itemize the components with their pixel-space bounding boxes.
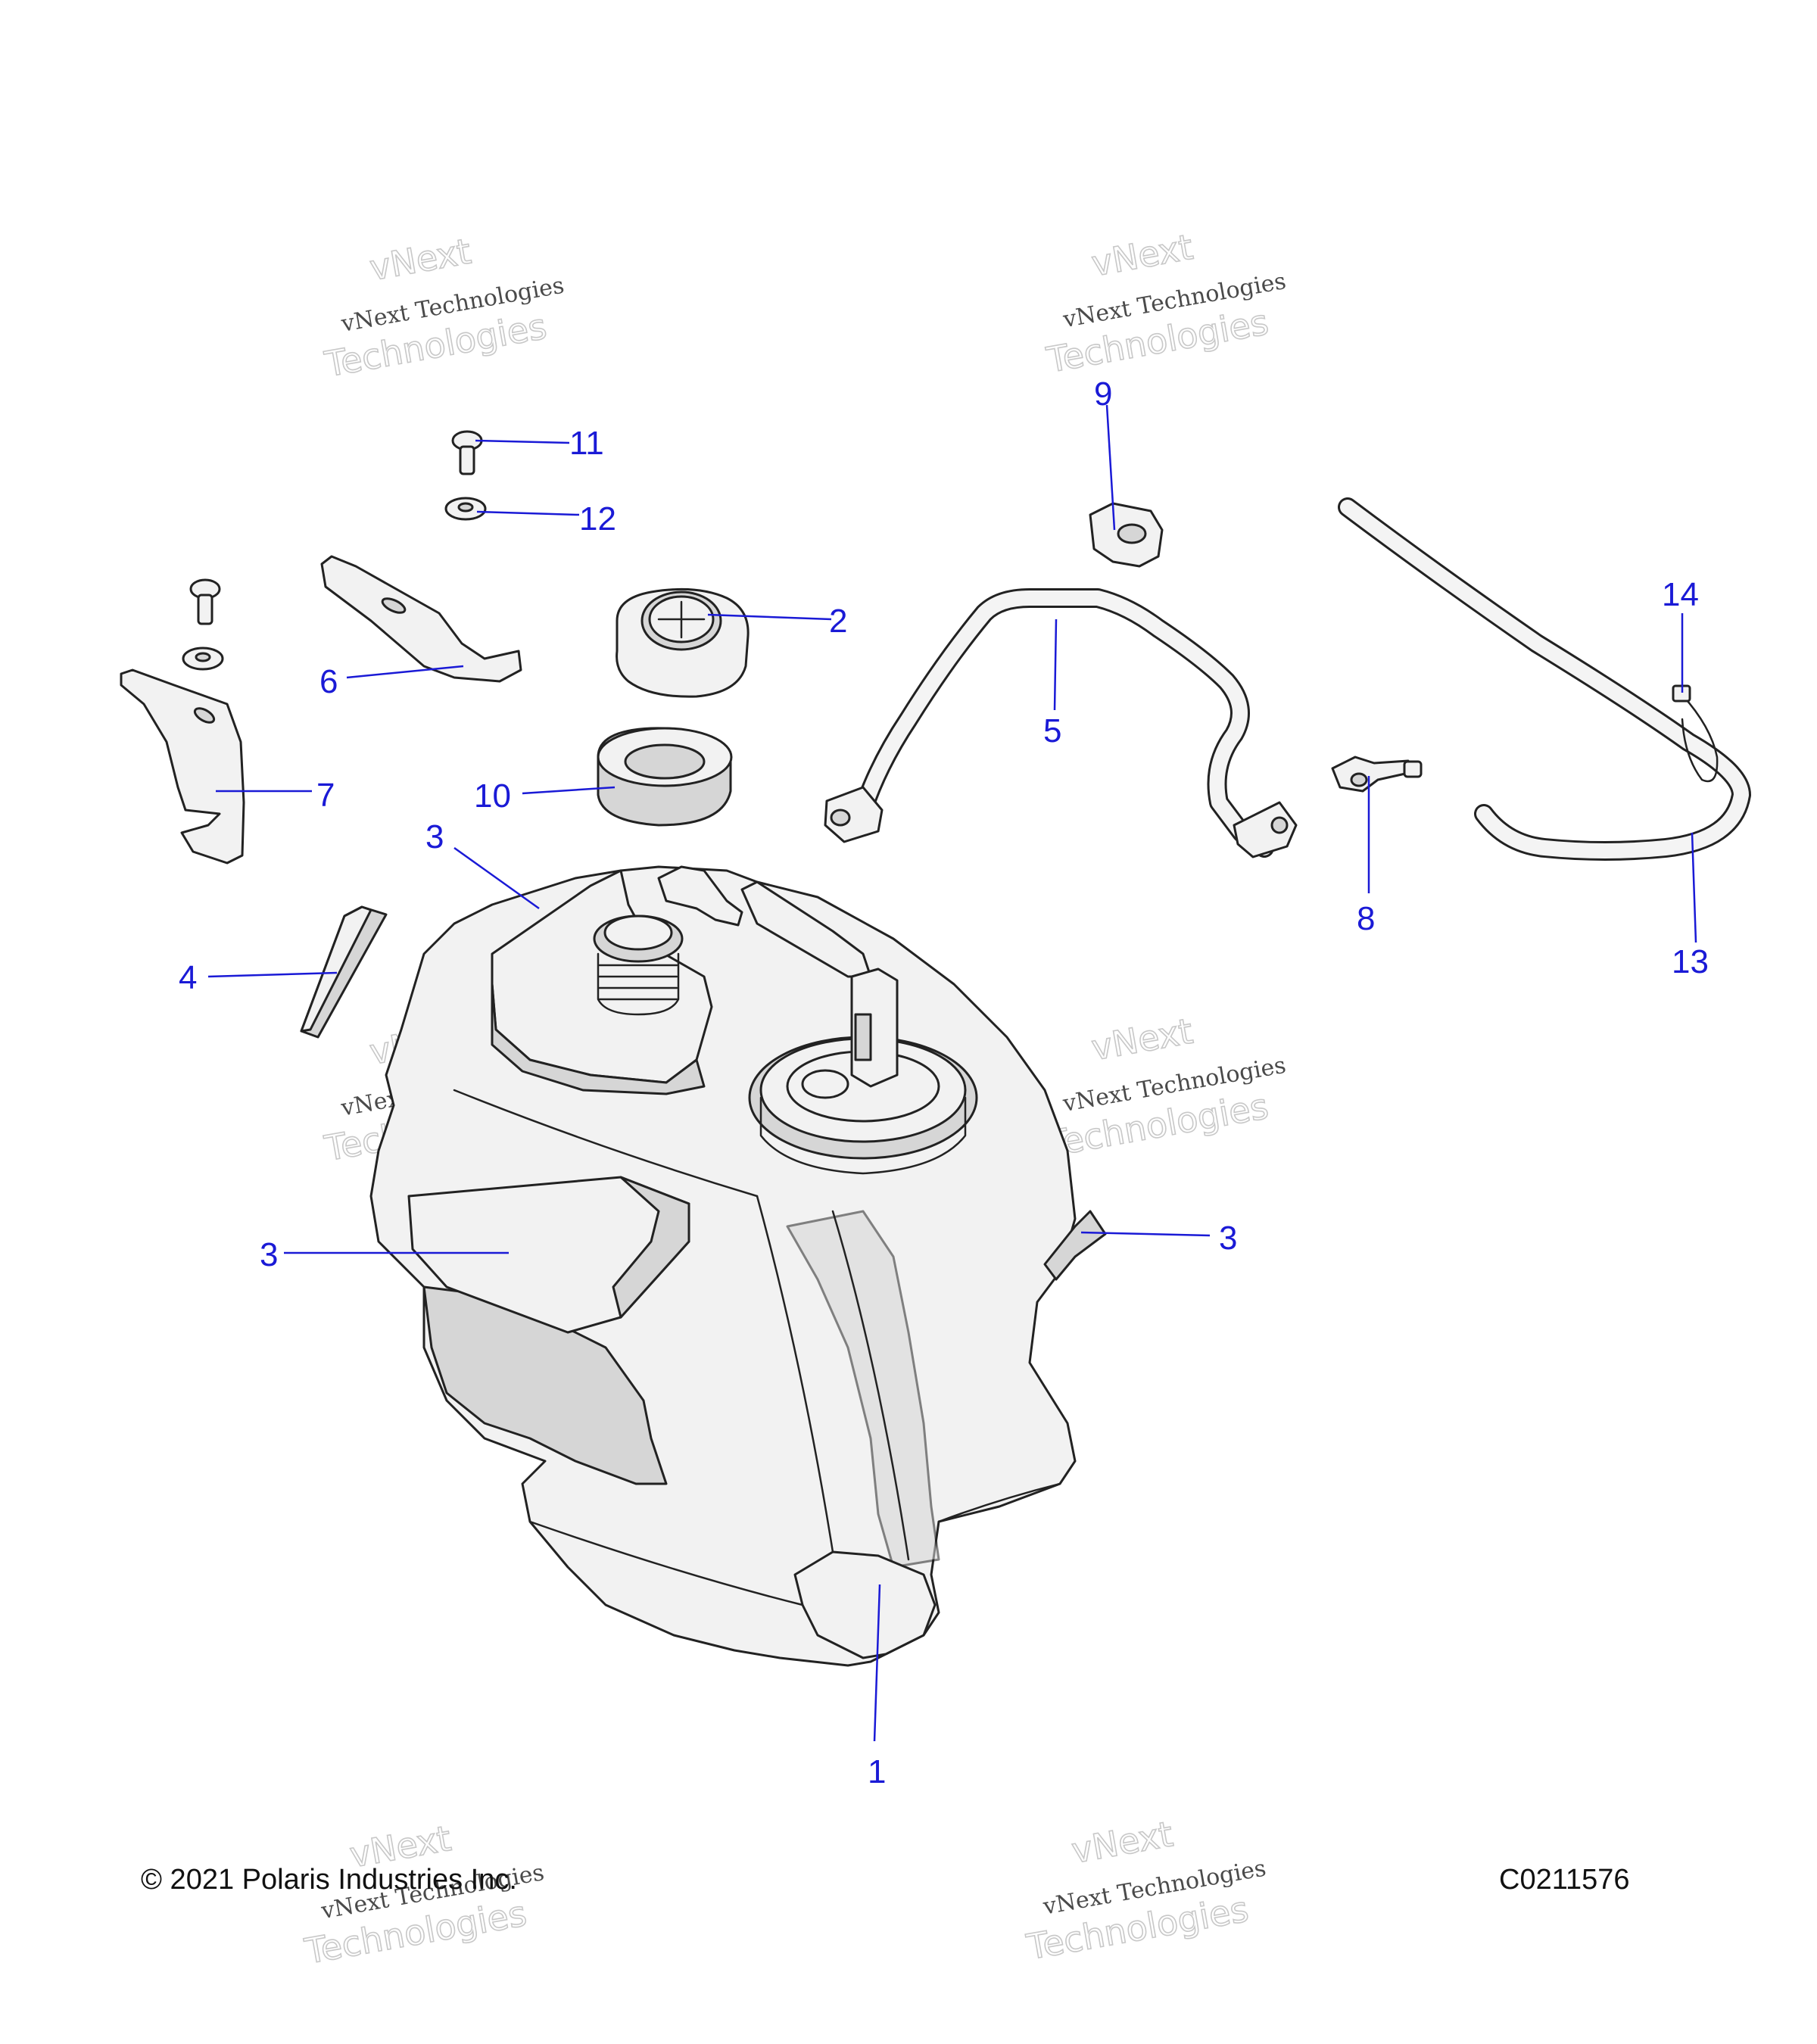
part-2-fuel-cap bbox=[616, 587, 750, 698]
watermark-vnext: vNext bbox=[1089, 226, 1196, 285]
callout-6: 6 bbox=[319, 663, 338, 700]
watermark-vnext: vNext bbox=[1068, 1813, 1176, 1871]
bracket-bolt bbox=[189, 578, 221, 625]
leader-12 bbox=[476, 510, 580, 516]
callout-4: 4 bbox=[179, 959, 197, 996]
callout-8: 8 bbox=[1357, 900, 1375, 937]
part-9-clip bbox=[1089, 502, 1164, 568]
watermark: vNext vNext Technologies Technologies bbox=[1043, 1010, 1288, 1165]
part-10-seal-ring bbox=[597, 727, 733, 827]
part-13-long-hose bbox=[1338, 497, 1751, 861]
callout-11: 11 bbox=[569, 425, 604, 462]
watermark-vnext: vNext bbox=[366, 231, 474, 289]
callout-10: 10 bbox=[474, 777, 511, 815]
callout-3-top: 3 bbox=[425, 818, 444, 855]
watermark: vNext vNext Technologies Technologies bbox=[1023, 1813, 1268, 1968]
leader-1 bbox=[873, 1584, 881, 1742]
part-4-pad bbox=[300, 905, 388, 1039]
leader-4 bbox=[207, 971, 338, 978]
part-8-elbow-fitting bbox=[1331, 756, 1423, 793]
callout-5: 5 bbox=[1043, 712, 1061, 749]
callout-12: 12 bbox=[579, 500, 616, 537]
callout-1: 1 bbox=[868, 1753, 886, 1790]
drawing-id: C0211576 bbox=[1499, 1864, 1630, 1896]
part-5-vent-hose bbox=[824, 588, 1298, 858]
part-7-bracket bbox=[120, 668, 245, 865]
callout-3-right: 3 bbox=[1219, 1220, 1237, 1257]
callout-3-left: 3 bbox=[260, 1236, 278, 1273]
part-11-bolt bbox=[451, 430, 483, 475]
part-1-fuel-tank bbox=[369, 865, 1107, 1667]
watermark: vNext vNext Technologies Technologies bbox=[1043, 226, 1288, 381]
leader-10 bbox=[522, 786, 616, 795]
leader-5 bbox=[1053, 618, 1058, 711]
callout-9: 9 bbox=[1094, 375, 1112, 413]
leader-9 bbox=[1105, 404, 1116, 531]
callout-13: 13 bbox=[1672, 943, 1709, 980]
leader-13 bbox=[1691, 832, 1697, 943]
leader-3a bbox=[453, 846, 540, 910]
callout-7: 7 bbox=[316, 777, 335, 814]
watermark: vNext vNext Technologies Technologies bbox=[321, 230, 566, 385]
leader-2 bbox=[707, 613, 832, 621]
callout-2: 2 bbox=[829, 603, 847, 640]
copyright-text: © 2021 Polaris Industries Inc. bbox=[141, 1864, 517, 1896]
callout-labels: 11 12 2 6 7 10 3 4 3 3 9 5 8 14 13 1 bbox=[179, 375, 1709, 1790]
leader-6 bbox=[346, 665, 464, 679]
leader-lines bbox=[207, 404, 1697, 1742]
part-6-bracket bbox=[320, 555, 522, 683]
callout-14: 14 bbox=[1662, 576, 1699, 613]
leader-3c bbox=[1080, 1231, 1211, 1237]
watermark-vnext: vNext bbox=[1089, 1011, 1196, 1069]
bracket-washer bbox=[182, 647, 224, 671]
leader-11 bbox=[475, 439, 570, 444]
part-12-washer bbox=[444, 497, 487, 521]
